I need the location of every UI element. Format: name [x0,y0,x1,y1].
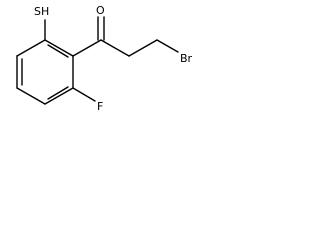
atom-label-thiol: SH [34,5,49,18]
ring-double-bond-c4-c5 [47,86,69,100]
bond-ch2-to-bromine [156,39,179,53]
bond-carbonyl-to-ch2 [100,39,130,57]
bond-ch2-to-ch2 [128,39,158,57]
ring-double-bond-c6-c1 [47,44,69,58]
atom-label-carbonyl-oxygen: O [96,4,105,17]
ring-bond-c4-c5 [44,87,74,105]
ring-bond-c6-c1 [44,39,74,57]
bond-ring-to-carbonyl [72,39,102,57]
ring-bond-c1-c2 [16,39,46,57]
molecule-structure: SH O Br F [16,4,193,113]
atom-label-fluorine: F [97,100,103,113]
atom-label-bromine: Br [180,52,193,65]
ring-bond-c3-c4 [16,87,46,105]
bond-ring-to-fluorine [72,87,96,102]
benzene-ring [16,39,74,105]
